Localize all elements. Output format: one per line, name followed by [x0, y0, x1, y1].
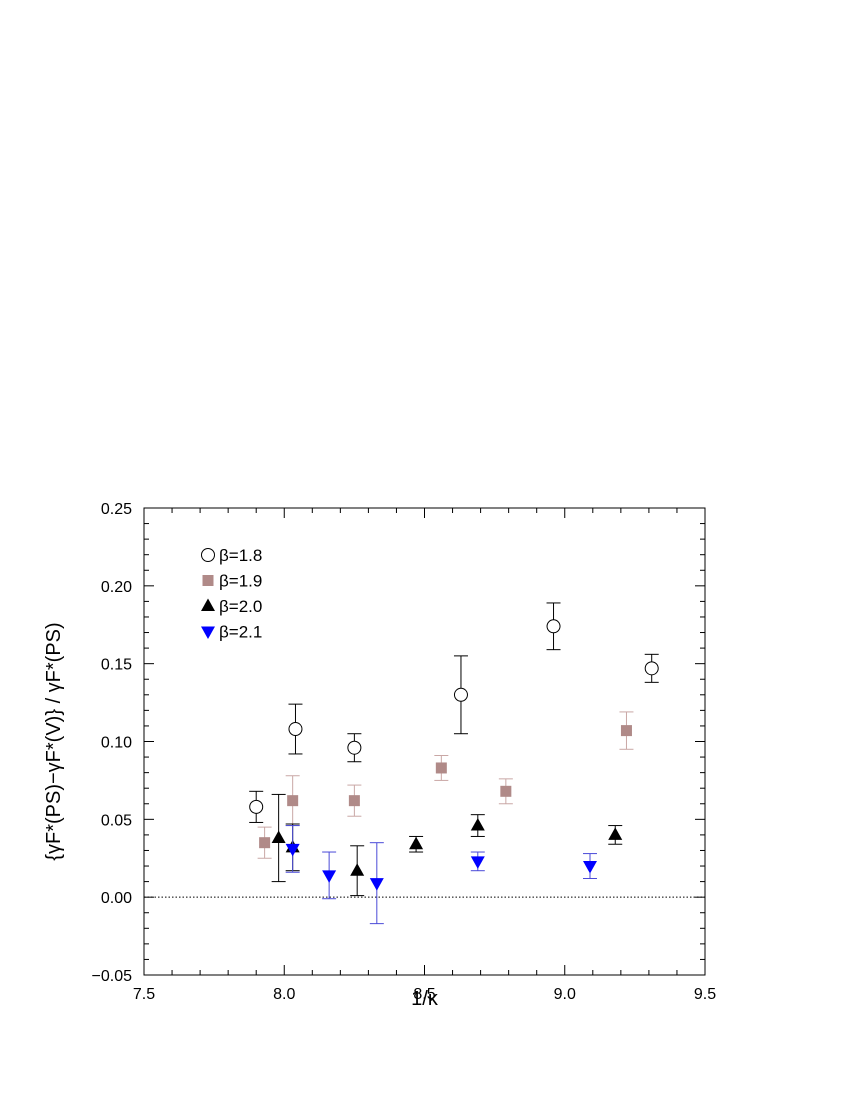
data-point-square — [620, 725, 632, 737]
data-point-triangle-up — [350, 863, 365, 876]
data-point-open-circle — [201, 548, 215, 562]
legend: β=1.8 β=1.9 β=2.0 β=2.1 — [201, 546, 262, 642]
y-tick-label: 0.10 — [101, 735, 132, 752]
data-point-triangle-up — [201, 598, 215, 611]
legend-label: β=2.1 — [219, 623, 262, 642]
data-point-triangle-down — [322, 870, 337, 883]
data-point-triangle-down — [582, 861, 597, 874]
data-point-open-circle — [288, 722, 303, 737]
data-point-square — [500, 785, 512, 797]
x-axis-label: 1/κ — [411, 988, 439, 1010]
data-point-square — [435, 762, 447, 774]
y-axis-label: {γF*(PS)−γF*(V)} / γF*(PS) — [43, 622, 65, 860]
data-point-triangle-down — [285, 843, 300, 857]
legend-label: β=1.9 — [219, 572, 262, 591]
data-point-triangle-down — [470, 856, 485, 869]
x-tick-label: 9.0 — [554, 986, 576, 1003]
x-tick-label: 7.5 — [133, 986, 155, 1003]
y-tick-labels: −0.05 0.00 0.05 0.10 0.15 0.20 0.25 — [92, 501, 133, 985]
y-tick-label: 0.20 — [101, 579, 132, 596]
data-point-triangle-up — [470, 818, 485, 831]
y-tick-label: 0.05 — [101, 812, 132, 829]
data-point-square — [287, 795, 299, 807]
legend-label: β=2.0 — [219, 597, 262, 616]
data-point-square — [348, 795, 360, 807]
data-point-open-circle — [347, 740, 362, 755]
y-tick-label: 0.00 — [101, 890, 132, 907]
series — [257, 711, 634, 859]
data-point-open-circle — [644, 661, 659, 676]
y-tick-label: 0.25 — [101, 501, 132, 518]
data-point-triangle-up — [608, 827, 623, 840]
data-point-open-circle — [249, 799, 264, 814]
data-point-open-circle — [546, 619, 561, 634]
x-tick-labels: 7.5 8.0 8.5 9.0 9.5 — [133, 986, 716, 1003]
y-tick-label: 0.15 — [101, 657, 132, 674]
data-point-square — [202, 575, 214, 586]
series — [249, 602, 659, 823]
x-tick-label: 9.5 — [694, 986, 716, 1003]
data-point-square — [259, 837, 271, 849]
data-series — [249, 602, 659, 925]
x-tick-label: 8.0 — [273, 986, 295, 1003]
data-point-triangle-up — [271, 830, 286, 844]
tick-marks — [143, 507, 706, 976]
data-point-triangle-down — [369, 878, 384, 891]
data-point-triangle-up — [409, 836, 424, 850]
series — [271, 793, 623, 897]
series — [285, 825, 597, 925]
x-tick-label: 8.5 — [413, 986, 435, 1003]
legend-label: β=1.8 — [219, 546, 262, 565]
data-point-open-circle — [453, 687, 468, 702]
data-point-triangle-down — [201, 626, 215, 639]
y-tick-label: −0.05 — [92, 968, 133, 985]
